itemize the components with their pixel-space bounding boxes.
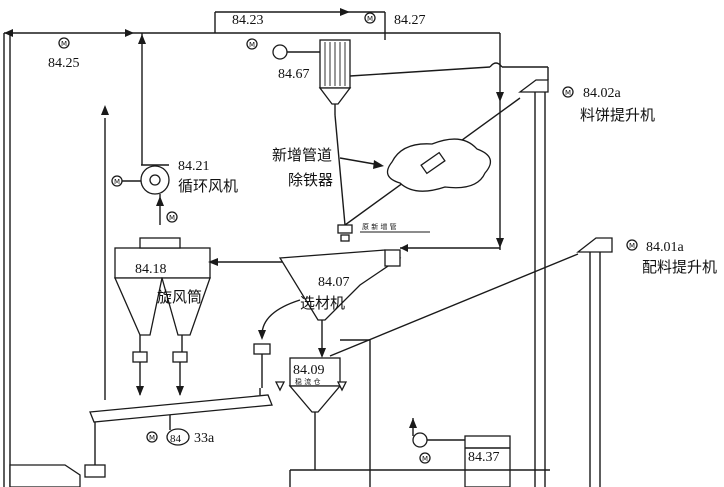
label-84-09-sub: 稳 流 仓 [295, 377, 320, 386]
valve-84-27: M 84.27 [364, 12, 426, 28]
label-84-09: 84.09 [293, 363, 325, 378]
motor-letter: M [61, 40, 67, 48]
label-xuancai: 选材机 [300, 294, 345, 312]
label-84-25: 84.25 [48, 56, 80, 71]
label-xinzeng: 新增管道 [272, 146, 332, 164]
feed-chute: 原 新 增 管 [334, 114, 430, 242]
label-small-tag: 原 新 增 管 [362, 222, 397, 231]
dust-collector-84-67: 84.67 [272, 39, 549, 115]
label-84-18: 84.18 [135, 262, 167, 277]
label-84-02a: 84.02a [583, 86, 622, 101]
label-84-67: 84.67 [278, 67, 310, 82]
elevator-84-01a: M 84.01a 配料提升机 [329, 237, 717, 487]
svg-text:M: M [367, 15, 373, 23]
valve-84-25: M 84.25 [48, 37, 80, 71]
bin-84-37: 84.37 M [289, 418, 550, 487]
label-33a: 33a [194, 431, 215, 446]
bin-84-09: 84.09 稳 流 仓 [274, 339, 371, 487]
iron-remover: 新增管道 除铁器 [272, 138, 492, 192]
svg-text:M: M [249, 41, 255, 49]
svg-text:M: M [114, 178, 120, 186]
fan-84-21: M 84.21 循环风机 M [111, 33, 238, 225]
svg-text:M: M [149, 434, 155, 442]
valve-84-23: M 84.23 [232, 13, 264, 50]
bottom-left-equipment [9, 448, 106, 487]
svg-text:M: M [565, 89, 571, 97]
top-air-duct [3, 8, 504, 487]
label-84-07: 84.07 [318, 275, 350, 290]
label-84-01a: 84.01a [646, 240, 685, 255]
elevator-84-02a: M 84.02a 料饼提升机 [344, 79, 655, 487]
label-84-37: 84.37 [468, 450, 500, 465]
svg-text:M: M [629, 242, 635, 250]
label-84-21: 84.21 [178, 159, 210, 174]
label-xunhuan: 循环风机 [178, 177, 238, 195]
svg-text:M: M [169, 214, 175, 222]
cyclone-84-18: 84.18 旋风筒 [114, 237, 290, 396]
label-84-23: 84.23 [232, 13, 264, 28]
separator-84-07: 84.07 选材机 [253, 249, 402, 388]
label-liaobing: 料饼提升机 [580, 106, 655, 124]
label-84: 84 [170, 433, 182, 445]
label-84-27: 84.27 [394, 13, 426, 28]
conveyor-84-33a: M 84 33a [89, 105, 273, 448]
svg-text:M: M [422, 455, 428, 463]
label-xuanfeng: 旋风筒 [157, 288, 202, 306]
label-chutie: 除铁器 [288, 171, 333, 189]
label-peiliao: 配料提升机 [642, 258, 717, 276]
